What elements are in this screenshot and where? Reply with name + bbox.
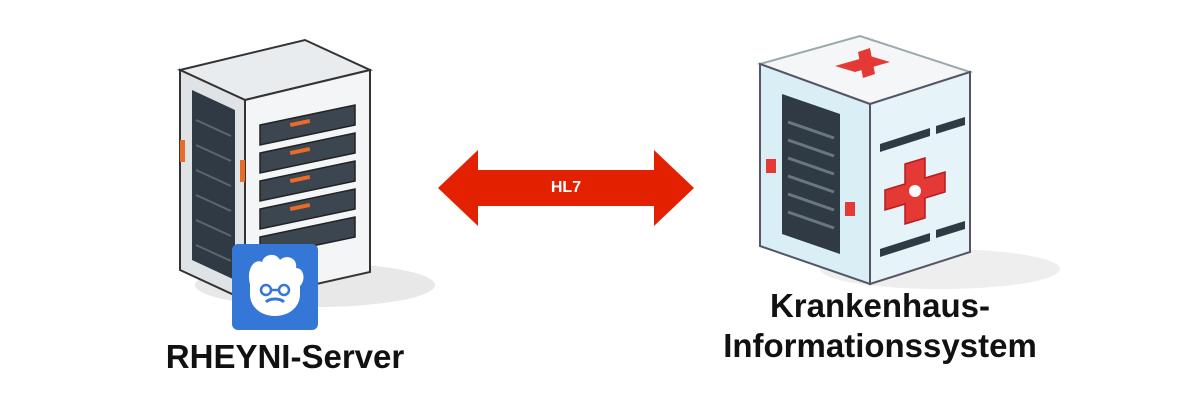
rheyni-server-icon bbox=[176, 38, 435, 307]
rheyni-server-label: RHEYNI-Server bbox=[165, 338, 405, 375]
hospital-system-label-line1: Krankenhaus- bbox=[769, 287, 991, 324]
arrow-shape bbox=[438, 150, 694, 226]
hospital-system-label: Krankenhaus- Informationssystem bbox=[680, 286, 1080, 366]
rheyni-logo-icon bbox=[232, 244, 318, 330]
hospital-system-label-line2: Informationssystem bbox=[723, 327, 1037, 364]
edge-label: HL7 bbox=[550, 179, 582, 196]
bidirectional-arrow bbox=[438, 150, 694, 226]
hospital-system-icon bbox=[756, 34, 1060, 289]
